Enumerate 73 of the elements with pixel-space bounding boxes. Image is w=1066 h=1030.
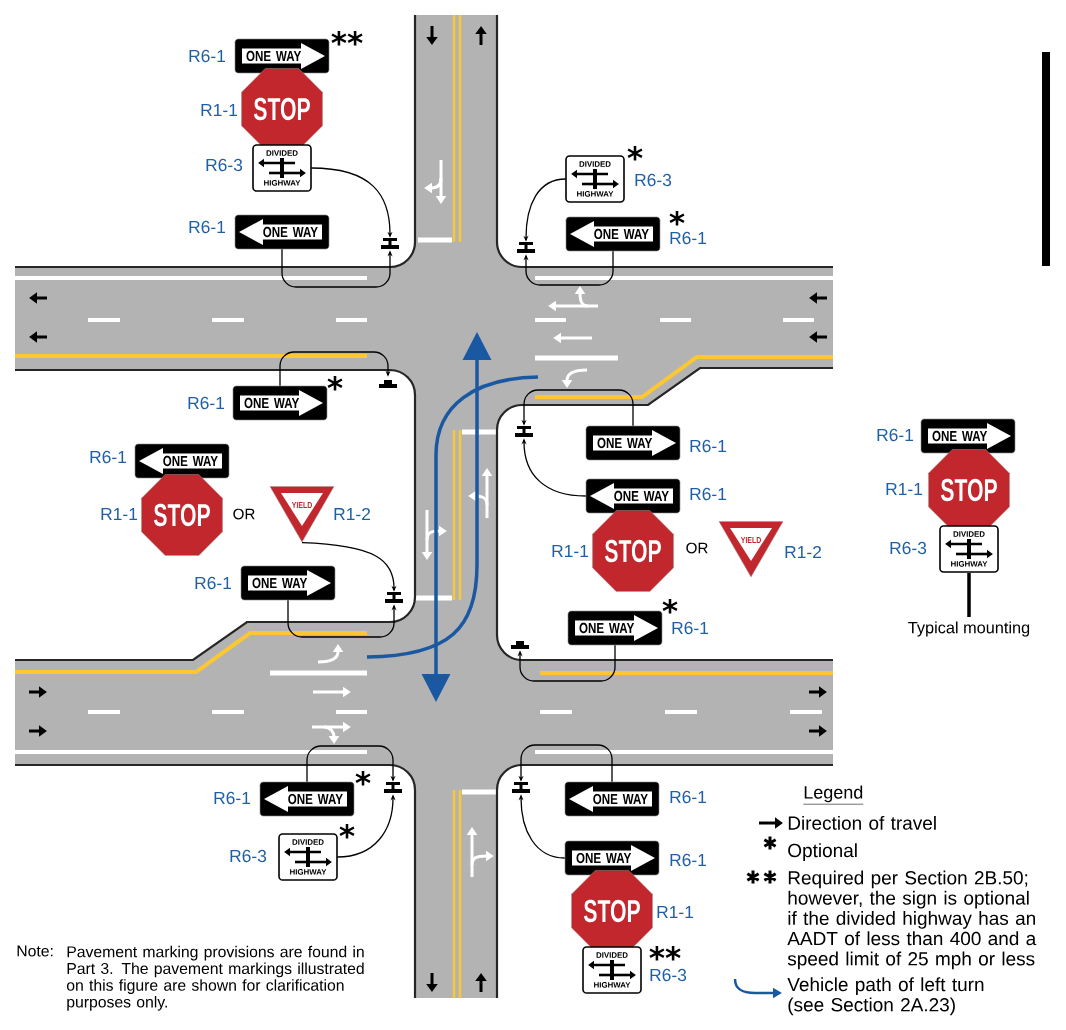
sign-code-label: R6-1 (690, 487, 727, 501)
sign-code-label: R6-3 (890, 541, 927, 555)
sign-code-label: R6-1 (189, 49, 226, 63)
one-way-sign: ONE WAY (565, 216, 661, 252)
one-way-sign: ONE WAY (920, 418, 1016, 454)
or-label: OR (233, 508, 255, 520)
one-way-sign: ONE WAY (134, 443, 230, 479)
leader-arrow (306, 745, 396, 783)
sign-code-label: R1-1 (886, 483, 923, 495)
legend-text: Optional (788, 843, 857, 861)
sign-code-label: R1-2 (334, 507, 370, 521)
sign-post-symbol (515, 426, 533, 437)
legend-text: Direction of travel (788, 815, 936, 830)
one-way-sign: ONE WAY (259, 781, 355, 817)
asterisk: * (662, 599, 678, 614)
sign-code-label: R6-1 (690, 439, 727, 453)
sign-code-label: R6-1 (214, 791, 251, 805)
sign-code-label: R1-1 (552, 545, 589, 557)
asterisk: * (339, 824, 355, 839)
yield-sign: YIELD (269, 486, 335, 543)
one-way-sign: ONE WAY (567, 610, 663, 646)
sign-code-label: R6-3 (650, 968, 687, 982)
one-way-sign: ONE WAY (234, 38, 330, 74)
stop-sign: STOP (141, 474, 223, 556)
sign-code-label: R6-3 (230, 849, 267, 863)
legend-title: Legend (803, 785, 864, 805)
sign-code-label: R6-1 (670, 853, 707, 867)
stop-sign: STOP (928, 449, 1010, 531)
stop-sign: STOP (241, 68, 323, 150)
sign-code-label: R1-2 (785, 545, 821, 559)
note-text: Pavement marking provisions are found in Part 3. The pavement markings illustrated on this figure are shown for clarification purposes only. (66, 945, 364, 1011)
sign-post-symbol (517, 242, 535, 253)
sign-code-label: R1-1 (657, 906, 694, 918)
caption: Typical mounting (908, 621, 1030, 637)
leader-arrow (279, 351, 391, 387)
sign-code-label: R1-1 (201, 104, 238, 116)
sign-code-label: R6-3 (635, 173, 672, 187)
sign-post-symbol (381, 238, 399, 249)
sign-post-symbol (384, 782, 402, 793)
asterisk: * (355, 771, 371, 786)
sign-code-label: R6-1 (670, 231, 707, 245)
asterisk: ** (331, 31, 363, 46)
sign-code-label: R6-3 (206, 158, 243, 172)
sign-code-label: R6-1 (188, 396, 225, 410)
asterisk: * (669, 211, 685, 226)
sign-post-symbol (511, 641, 529, 649)
sign-code-label: R6-1 (672, 621, 709, 635)
sign-code-label: R6-1 (90, 450, 127, 464)
one-way-sign: ONE WAY (232, 385, 328, 421)
one-way-sign: ONE WAY (585, 425, 681, 461)
note-label: Note: (17, 945, 53, 957)
leader-arrow (517, 644, 616, 682)
one-way-sign: ONE WAY (564, 840, 660, 876)
sign-post-symbol (385, 592, 403, 603)
sign-post-symbol (379, 380, 397, 388)
sign-code-label: R6-1 (189, 220, 226, 234)
one-way-sign: ONE WAY (234, 214, 330, 250)
legend-text: Required per Section 2B.50; however, the sign is optional if the divided highway has an AADT of less than 400 and a speed limit of 25 mph or less (787, 870, 1037, 970)
sign-code-label: R1-1 (101, 508, 138, 520)
asterisk: * (327, 376, 343, 391)
stop-sign: STOP (592, 510, 674, 592)
asterisk: * (627, 146, 643, 161)
legend-text: Vehicle path of left turn (see Section 2A.23) (787, 977, 984, 1016)
sign-code-label: R6-1 (195, 576, 232, 590)
or-label: OR (686, 542, 708, 554)
sign-code-label: R6-1 (670, 790, 707, 804)
one-way-sign: ONE WAY (240, 565, 336, 601)
sign-post-symbol (512, 782, 530, 793)
yield-sign: YIELD (718, 521, 784, 578)
sign-code-label: R6-1 (877, 428, 914, 442)
one-way-sign: ONE WAY (564, 781, 660, 817)
one-way-sign: ONE WAY (585, 478, 681, 514)
leader-arrow (523, 250, 614, 286)
